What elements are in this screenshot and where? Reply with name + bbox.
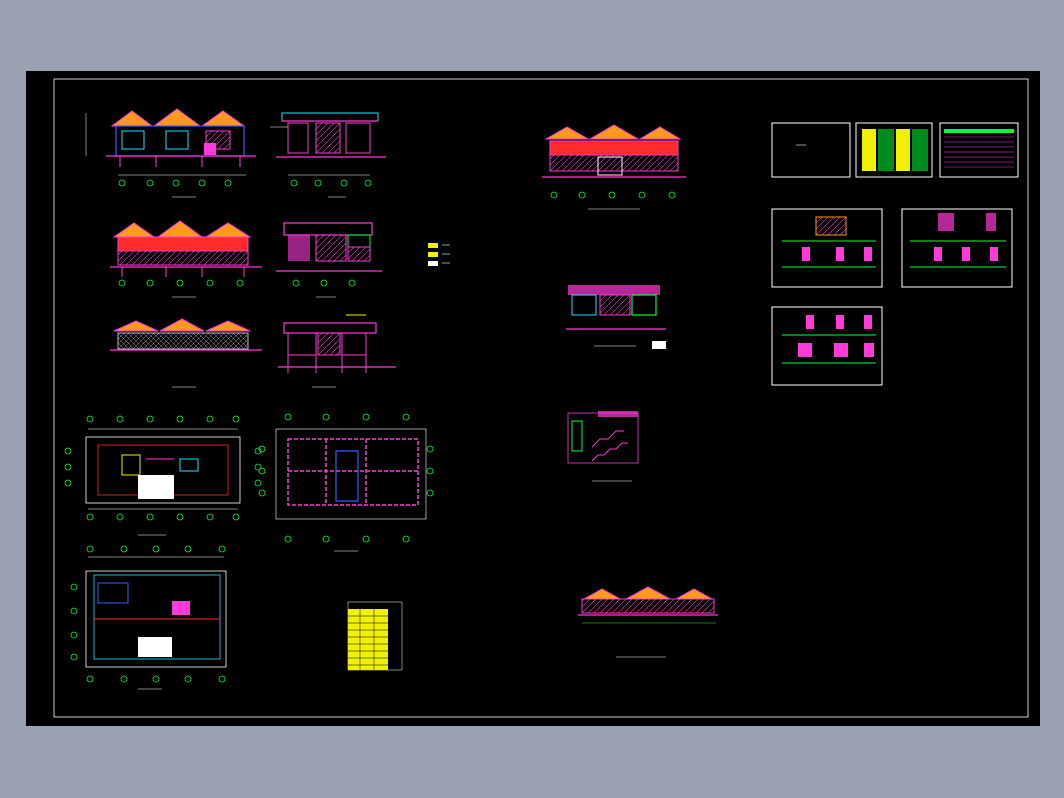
drawing-big-elevation[interactable]	[542, 124, 686, 210]
drawing-section-detail-a[interactable]	[566, 285, 666, 349]
drawing-elev-rear[interactable]	[110, 220, 262, 298]
drawing-long-elevation[interactable]	[578, 586, 718, 658]
sheet-cover[interactable]	[771, 122, 851, 178]
sheet-table-2[interactable]	[939, 122, 1019, 178]
sheet-details-1[interactable]	[771, 208, 883, 288]
drawing-section-2[interactable]	[276, 222, 450, 298]
cad-drawing-viewport[interactable]	[26, 71, 1040, 726]
drawing-elev-side[interactable]	[110, 318, 262, 388]
drawing-plan-roof[interactable]	[258, 413, 434, 552]
drawing-plan-ground[interactable]	[64, 415, 262, 536]
drawing-section-3[interactable]	[278, 314, 396, 388]
sheet-border	[53, 78, 1029, 718]
drawing-section-1[interactable]	[270, 112, 386, 198]
drawing-door-window-table[interactable]	[347, 601, 403, 671]
sheet-details-3[interactable]	[771, 306, 883, 386]
sheet-details-2[interactable]	[901, 208, 1013, 288]
drawing-elev-front[interactable]	[85, 108, 256, 198]
sheet-table-1[interactable]	[855, 122, 933, 178]
drawing-plan-upper[interactable]	[70, 545, 227, 690]
drawing-stair-detail[interactable]	[567, 411, 639, 482]
roof-gables	[110, 108, 246, 127]
drawing-canvas[interactable]	[26, 71, 1040, 726]
